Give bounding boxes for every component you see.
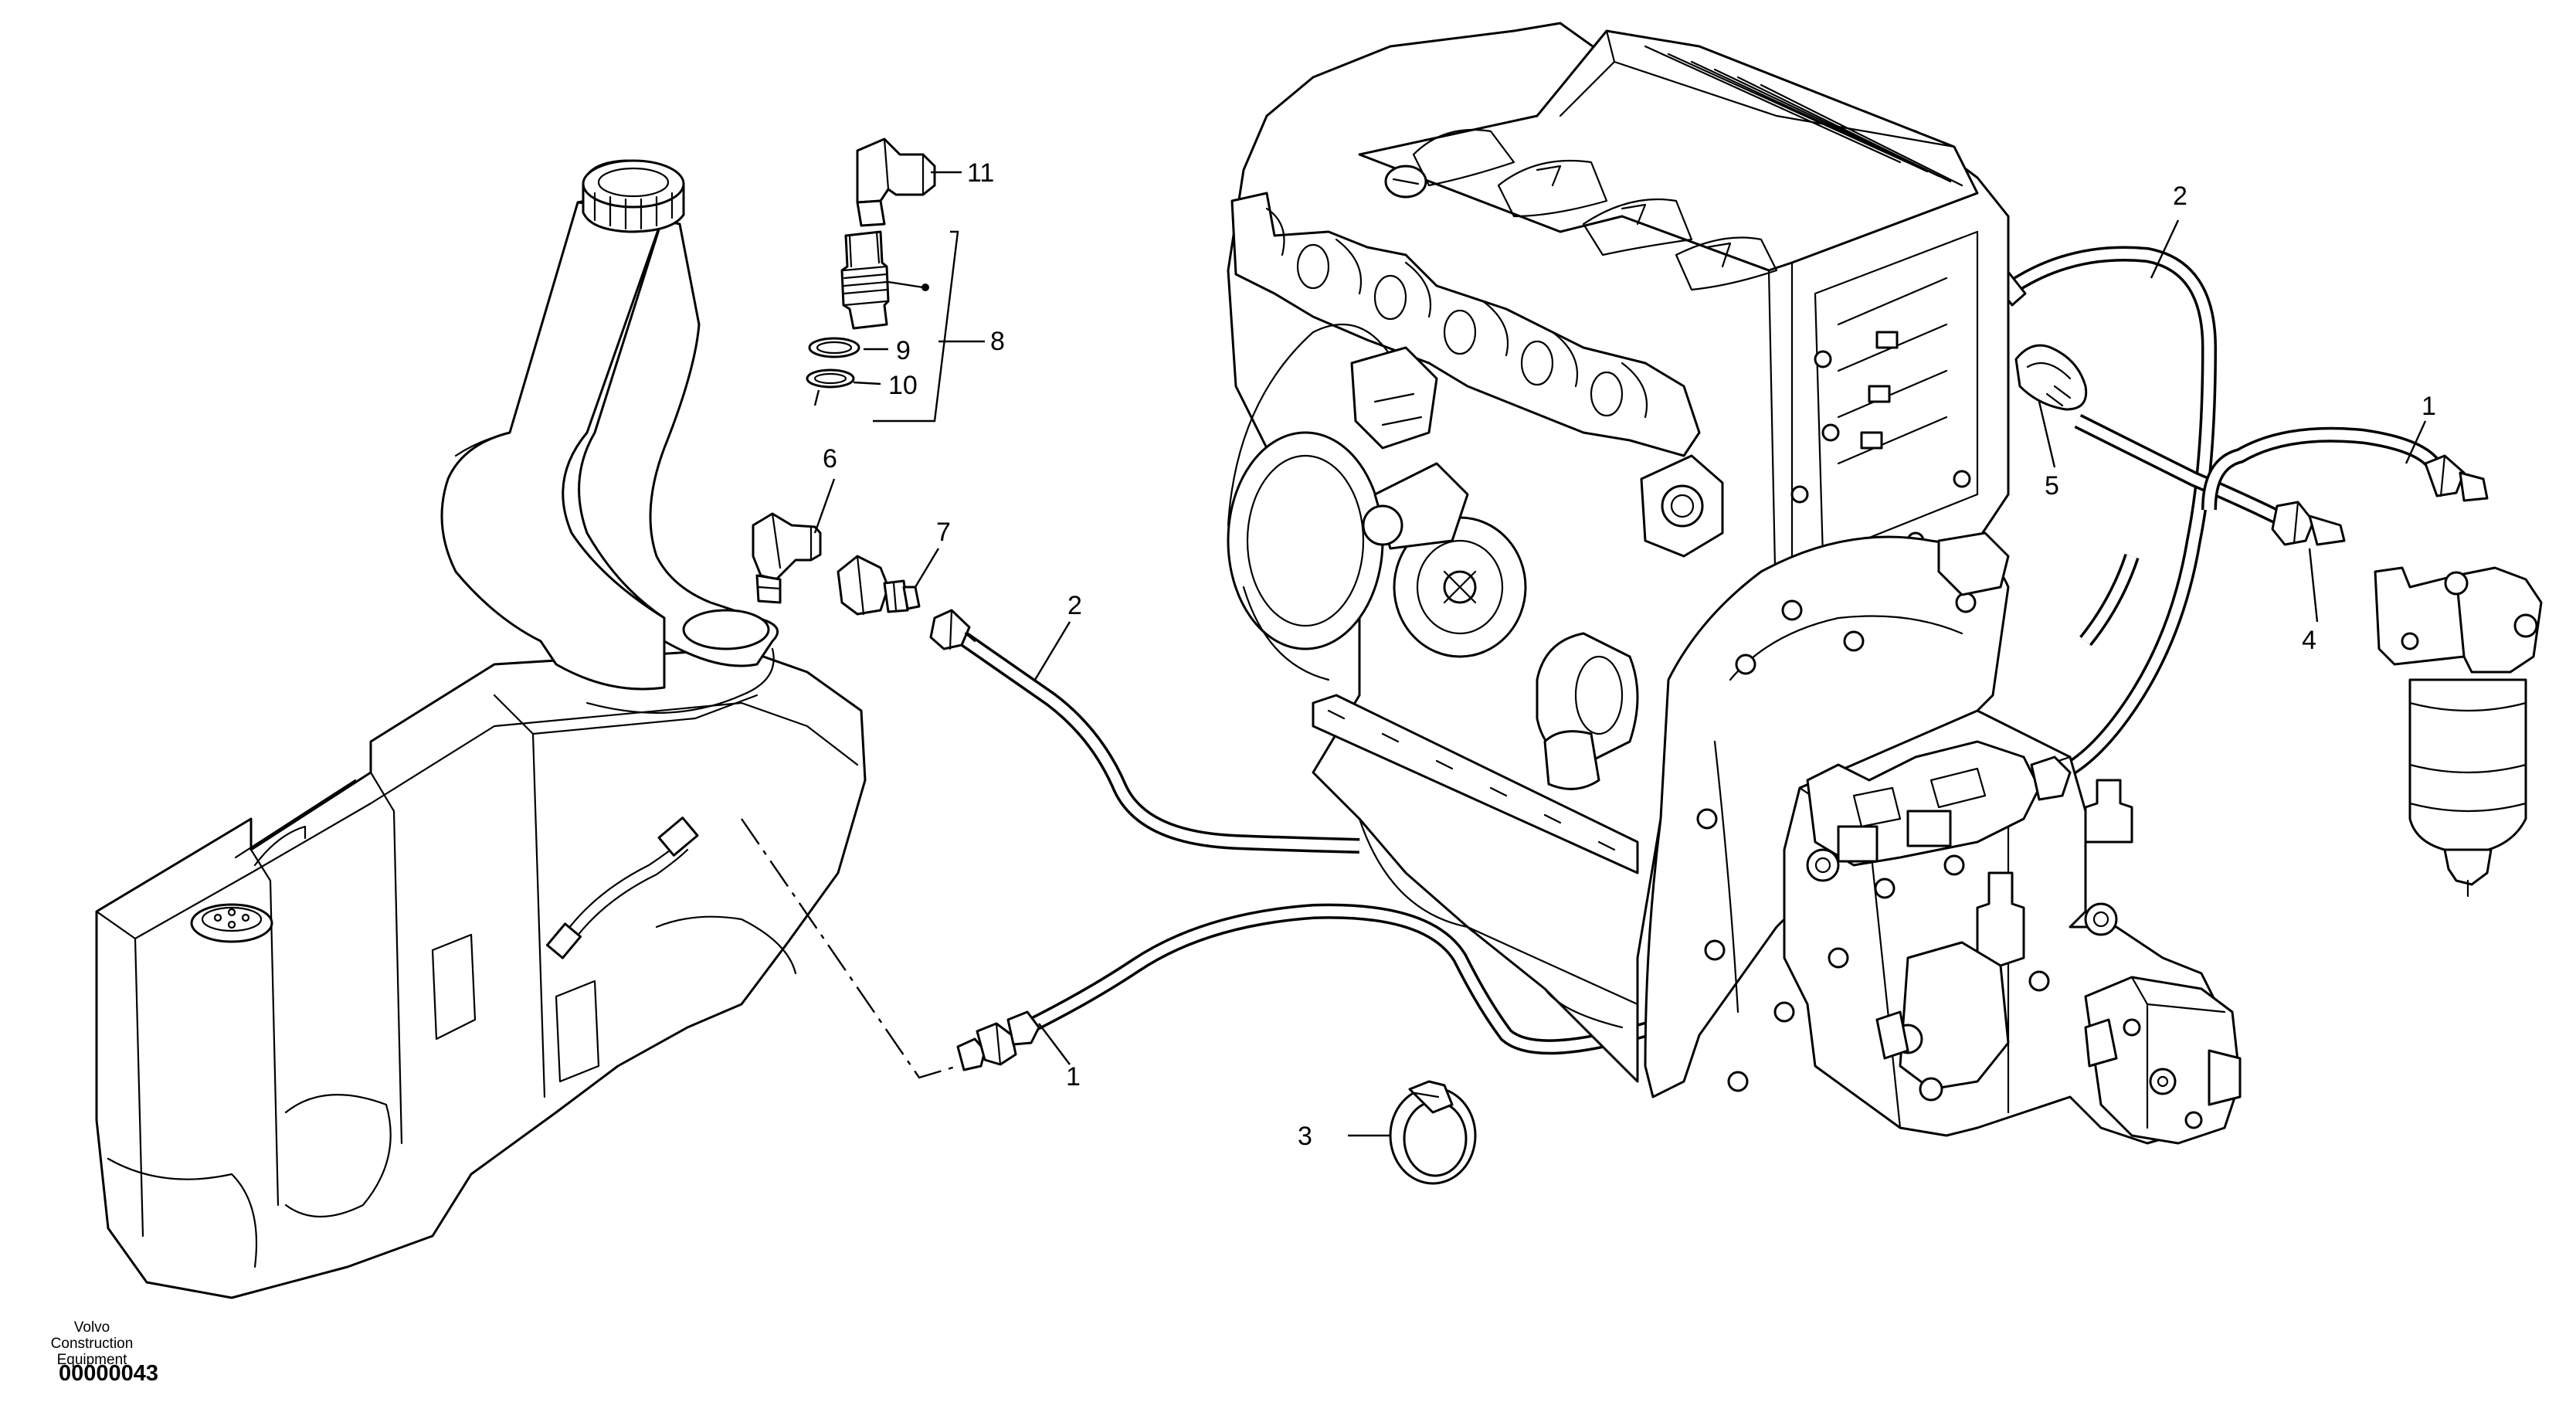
assembly-centerline (741, 818, 959, 1079)
filler-neck (440, 198, 779, 714)
fuel-tank (95, 647, 867, 1299)
filler-cap (582, 159, 685, 233)
fuel-hose-1-right (2201, 426, 2489, 511)
callout-1-lower: 1 (1066, 1062, 1081, 1092)
elbow-fitting-11 (856, 138, 936, 227)
elbow-fitting-6 (752, 512, 822, 604)
callout-7: 7 (936, 518, 951, 547)
callout-2-top: 2 (2173, 182, 2187, 211)
callout-6: 6 (823, 444, 837, 474)
fuel-filter (2374, 566, 2543, 898)
adapter-fitting-7 (837, 555, 921, 616)
credit-line-2: Equipment (56, 1352, 127, 1368)
tank-return-tube (545, 817, 699, 959)
fuel-hose-1-lower (956, 903, 1655, 1071)
fuel-hose-4 (2074, 414, 2346, 546)
o-ring-10 (806, 368, 855, 406)
engine-block (1227, 22, 2010, 1083)
callout-9: 9 (896, 336, 911, 365)
callout-labels: 1 1 2 2 3 4 5 6 7 8 9 10 11 (823, 158, 2436, 1151)
quick-coupler-8 (840, 230, 890, 330)
publisher-credit: Volvo Construction Equipment (34, 1319, 150, 1368)
callout-2-middle: 2 (1067, 591, 1082, 620)
fuel-hose-2-middle (929, 609, 1360, 854)
callout-5: 5 (2045, 471, 2059, 501)
callout-11: 11 (967, 158, 994, 188)
callout-3: 3 (1298, 1122, 1312, 1151)
leader-lines (813, 171, 2427, 1137)
diagram-code: 00000043 (59, 1361, 159, 1386)
credit-line-1: Volvo Construction (50, 1319, 134, 1352)
callout-8: 8 (990, 327, 1005, 356)
hydraulic-pump (1773, 709, 2242, 1145)
callout-1-right: 1 (2422, 392, 2436, 421)
callout-4: 4 (2302, 626, 2316, 655)
hose-clip-5 (2014, 344, 2088, 411)
hose-clamp-3 (1389, 1080, 1477, 1185)
o-ring-9 (808, 337, 860, 358)
tank-sender-cap (190, 825, 307, 943)
callout-10: 10 (888, 371, 918, 400)
fuel-hose-2-top (1961, 246, 2218, 776)
